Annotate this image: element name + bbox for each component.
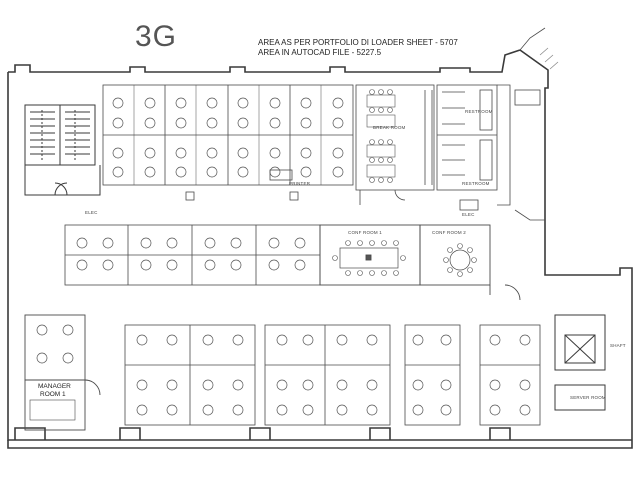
manager-room	[24, 314, 101, 431]
workstation-block-lower	[124, 324, 541, 426]
restroom-bottom-label: RESTROOM	[462, 181, 490, 186]
floor-id-label: 3G	[135, 20, 178, 53]
shaft-label: SHAFT	[610, 343, 626, 348]
conf-room-2-label: CONF ROOM 2	[432, 230, 466, 235]
restroom-top-label: RESTROOM	[465, 109, 493, 114]
elec-label-2: ELEC	[462, 212, 475, 217]
misc-partitions	[514, 27, 559, 221]
manager-room-label-line2: ROOM 1	[40, 391, 66, 398]
break-room-label: BREAK ROOM	[373, 125, 406, 130]
manager-room-label-line1: MANAGER	[38, 383, 71, 390]
workstation-block-middle	[64, 224, 321, 286]
conference-rooms	[319, 224, 521, 301]
conf-room-1-label: CONF ROOM 1	[348, 230, 382, 235]
restrooms	[436, 84, 541, 211]
elec-label-1: ELEC	[85, 210, 98, 215]
outer-walls	[7, 49, 633, 449]
elevator-shaft	[554, 314, 606, 411]
server-room-label: SERVER ROOM	[570, 395, 606, 400]
printer-label: PRINTER	[289, 181, 311, 186]
break-room	[355, 84, 435, 205]
area-portfolio-label: AREA AS PER PORTFOLIO DI LOADER SHEET - …	[258, 38, 458, 47]
stair-core	[24, 104, 101, 196]
area-autocad-label: AREA IN AUTOCAD FILE - 5227.5	[258, 48, 382, 57]
workstation-block-upper	[102, 84, 354, 201]
